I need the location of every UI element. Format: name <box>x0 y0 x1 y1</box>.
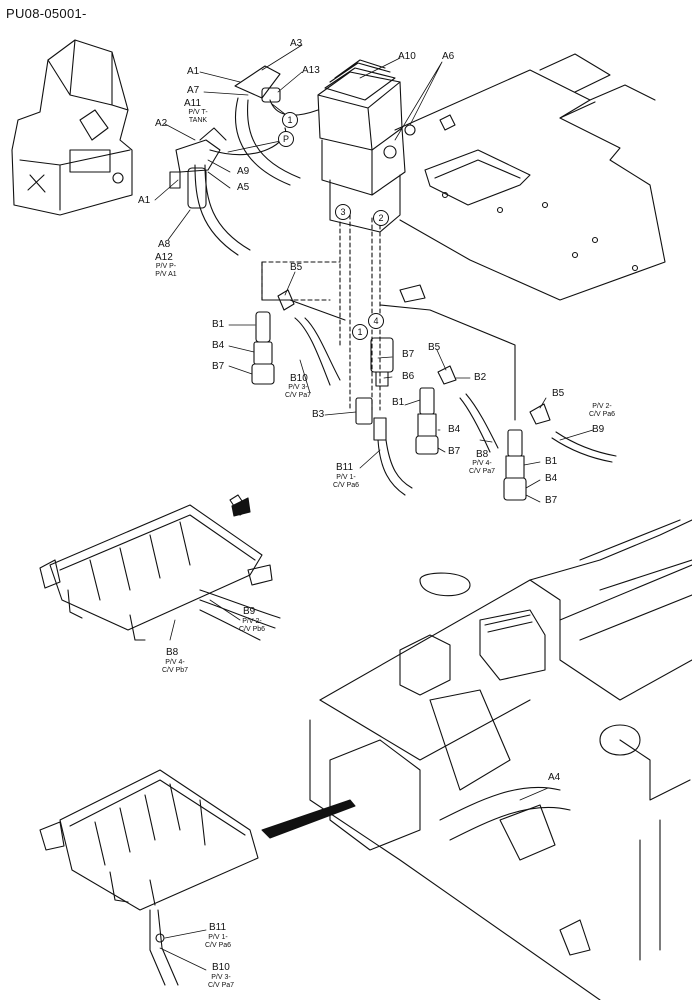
label-b8: B8 <box>166 647 179 658</box>
note-b10-pa7: P/V 3- C/V Pa7 <box>207 974 235 989</box>
label-b2: B2 <box>474 372 487 383</box>
label-b7: B7 <box>448 446 461 457</box>
note-b11: P/V 1- C/V Pa6 <box>332 474 360 489</box>
label-a2: A2 <box>155 118 168 129</box>
label-a7: A7 <box>187 85 200 96</box>
note-b9-pb6: P/V 2- C/V Pb6 <box>238 618 266 633</box>
label-b4: B4 <box>448 424 461 435</box>
circled-number-2: 2 <box>373 210 389 226</box>
note-a11: P/V T- TANK <box>188 109 208 124</box>
circled-number-4: 4 <box>368 313 384 329</box>
label-b9: B9 <box>243 606 256 617</box>
label-a9: A9 <box>237 166 250 177</box>
label-b3: B3 <box>312 409 325 420</box>
note-b8: P/V 4- C/V Pa7 <box>468 460 496 475</box>
control-valve-upper <box>39 494 281 641</box>
view-arrow <box>231 497 251 517</box>
machine-frame <box>309 519 692 1000</box>
note-b10: P/V 3- C/V Pa7 <box>284 384 312 399</box>
label-a1: A1 <box>138 195 151 206</box>
b-fittings <box>251 289 617 501</box>
label-b10: B10 <box>212 962 230 973</box>
label-b6: B6 <box>402 371 415 382</box>
label-b5: B5 <box>428 342 441 353</box>
note-b11-pa6: P/V 1- C/V Pa6 <box>204 934 232 949</box>
label-a6: A6 <box>442 51 455 62</box>
dashed-guides <box>261 214 381 411</box>
label-b7: B7 <box>402 349 415 360</box>
label-a3: A3 <box>290 38 303 49</box>
circled-number-3: 3 <box>335 204 351 220</box>
label-b8: B8 <box>476 449 489 460</box>
label-a12: A12 <box>155 252 173 263</box>
label-b7: B7 <box>212 361 225 372</box>
label-a10: A10 <box>398 51 416 62</box>
label-b1: B1 <box>545 456 558 467</box>
label-a13: A13 <box>302 65 320 76</box>
label-b1: B1 <box>212 319 225 330</box>
circled-letter-p: P <box>278 131 294 147</box>
mounting-plate <box>394 53 666 303</box>
label-b7: B7 <box>545 495 558 506</box>
circled-number-1: 1 <box>282 112 298 128</box>
circled-number-1: 1 <box>352 324 368 340</box>
label-a1: A1 <box>187 66 200 77</box>
label-a11: A11 <box>184 98 202 109</box>
label-a4: A4 <box>548 772 561 783</box>
note-b9: P/V 2- C/V Pa6 <box>588 403 616 418</box>
note-a12: P/V P- P/V A1 <box>155 263 177 278</box>
callout-arrow <box>261 799 356 839</box>
label-b1: B1 <box>392 397 405 408</box>
drawing-code: PU08-05001- <box>6 6 87 21</box>
note-b8-pb7: P/V 4- C/V Pb7 <box>161 659 189 674</box>
label-b11: B11 <box>209 922 227 933</box>
label-a8: A8 <box>158 239 171 250</box>
label-b10: B10 <box>290 373 308 384</box>
label-b5: B5 <box>552 388 565 399</box>
label-a5: A5 <box>237 182 250 193</box>
label-b4: B4 <box>545 473 558 484</box>
excavator-overview <box>11 39 133 216</box>
label-b11: B11 <box>336 462 354 473</box>
pilot-valve <box>317 59 416 233</box>
label-b9: B9 <box>592 424 605 435</box>
control-valve-lower <box>39 769 259 986</box>
label-b5: B5 <box>290 262 303 273</box>
leader-lines <box>154 44 594 971</box>
label-b4: B4 <box>212 340 225 351</box>
